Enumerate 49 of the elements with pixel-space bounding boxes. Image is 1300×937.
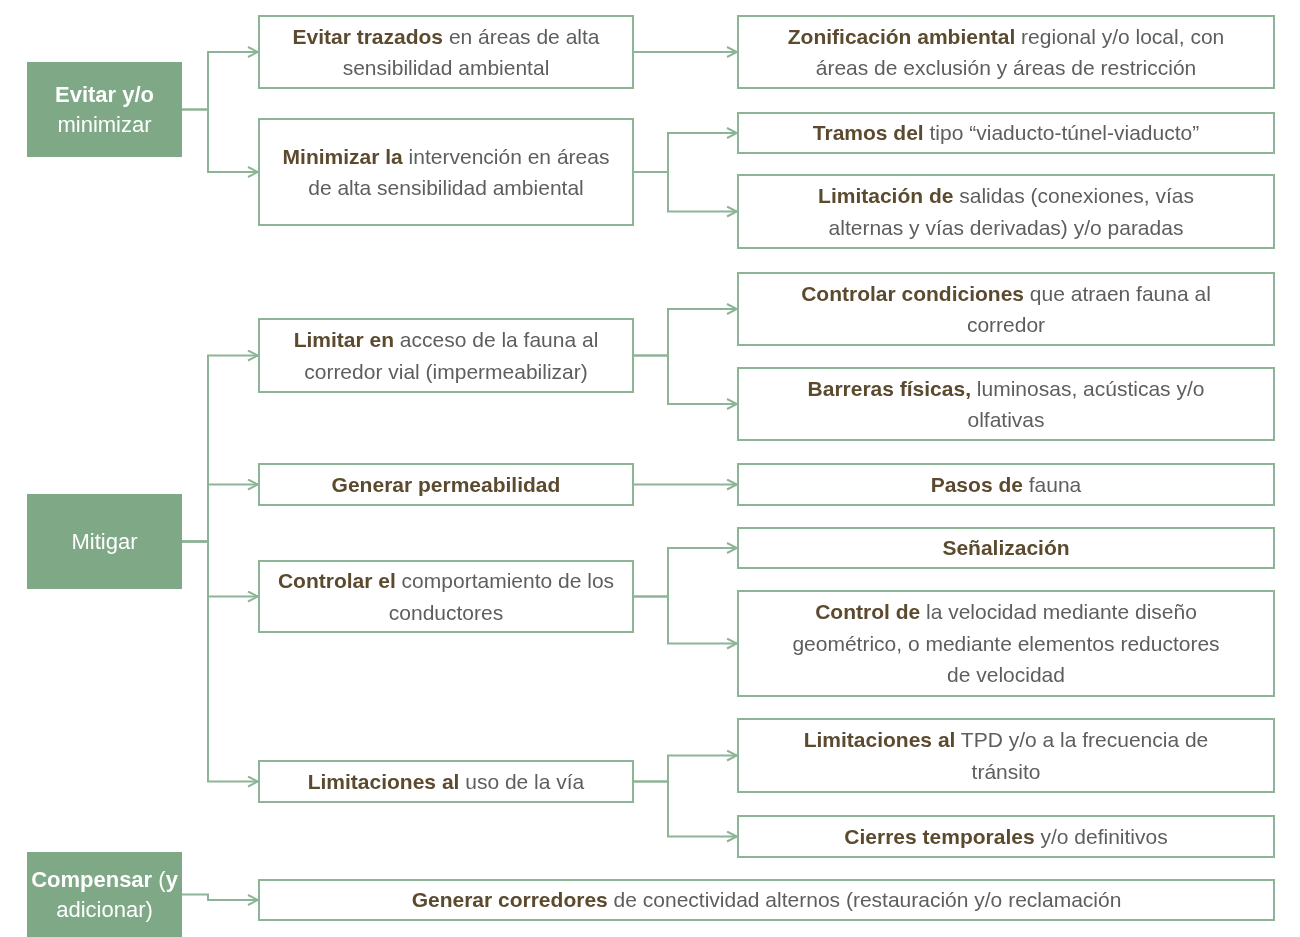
arrow (633, 171, 738, 218)
category-box (27, 494, 182, 589)
box-text: Generar corredores de conectividad alternos (restauración y/o reclamación (411, 887, 1122, 914)
strategy-box (258, 760, 634, 803)
measure-box (737, 527, 1275, 569)
box-text: Barreras físicas, luminosas, acústicas y/o olfativas (806, 375, 1206, 433)
measure-box (737, 718, 1275, 793)
arrow (633, 595, 738, 650)
box-text: Evitar trazados en áreas de alta sensibilidad ambiental (291, 23, 601, 81)
measure-box (737, 815, 1275, 858)
category-box (27, 852, 182, 937)
measure-box (737, 367, 1275, 441)
box-text: Controlar el comportamiento de los conductores (276, 568, 616, 626)
strategy-box (258, 463, 634, 506)
measure-box (737, 272, 1275, 346)
measure-box (737, 112, 1275, 154)
strategy-box (258, 318, 634, 393)
box-text: Minimizar la intervención en áreas de alta sensibilidad ambiental (281, 143, 611, 201)
arrow (633, 354, 738, 410)
box-text: Mitigar (71, 527, 138, 556)
box-text: Evitar y/o minimizar (53, 80, 155, 139)
box-text: Generar permeabilidad (331, 471, 561, 498)
box-text: Limitar en acceso de la fauna al corredor vial (impermeabilizar) (292, 327, 600, 385)
arrow (633, 780, 738, 843)
box-text: Compensar (y adicionar) (31, 865, 178, 924)
box-text: Pasos de fauna (930, 471, 1082, 498)
measure-box (258, 879, 1275, 921)
box-text: Limitaciones al TPD y/o a la frecuencia de tránsito (802, 727, 1210, 785)
box-text: Señalización (942, 535, 1070, 562)
strategy-box (258, 118, 634, 226)
box-text: Limitaciones al uso de la vía (307, 768, 585, 795)
box-text: Tramos del tipo “viaducto-túnel-viaducto” (812, 120, 1200, 147)
category-box (27, 62, 182, 157)
strategy-box (258, 560, 634, 633)
strategy-box (258, 15, 634, 89)
box-text: Limitación de salidas (conexiones, vías alternas y vías derivadas) y/o paradas (817, 183, 1195, 241)
box-text: Cierres temporales y/o definitivos (844, 823, 1168, 850)
arrow (181, 540, 259, 788)
arrow (633, 46, 738, 58)
measure-box (737, 590, 1275, 697)
arrow (181, 108, 259, 178)
box-text: Controlar condiciones que atraen fauna al corredor (800, 280, 1212, 338)
measure-box (737, 463, 1275, 506)
measure-box (737, 174, 1275, 249)
arrow (633, 478, 738, 491)
arrow (181, 893, 259, 906)
box-text: Zonificación ambiental regional y/o local, con áreas de exclusión y áreas de restricción (786, 23, 1226, 81)
box-text: Control de la velocidad mediante diseño geométrico, o mediante elementos reductores de velocidad (791, 599, 1221, 689)
measure-box (737, 15, 1275, 89)
